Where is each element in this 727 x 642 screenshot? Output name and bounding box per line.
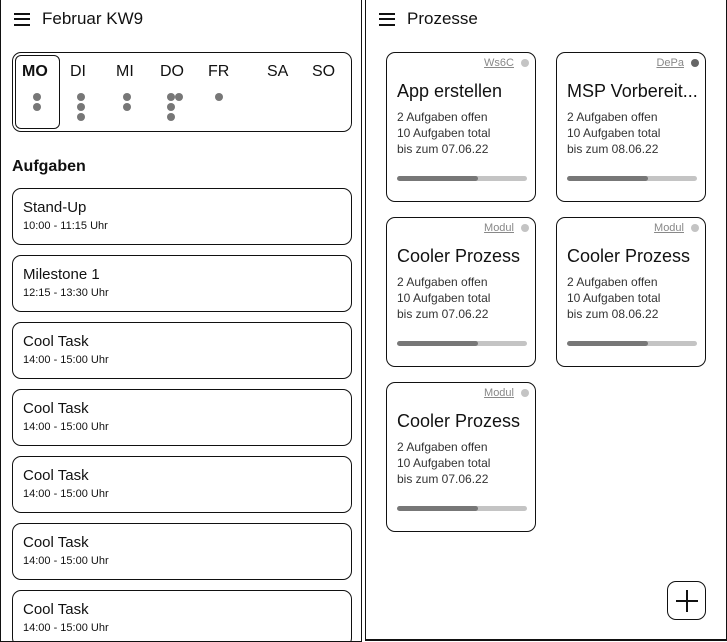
progress-bar (397, 506, 527, 511)
open-count: 2 Aufgaben offen (567, 110, 658, 124)
task-time: 12:15 - 13:30 Uhr (23, 287, 109, 299)
due-date: bis zum 08.06.22 (567, 142, 659, 156)
progress-bar (397, 176, 527, 181)
task-title: Cool Task (23, 534, 89, 551)
status-dot (521, 224, 529, 232)
event-dot (77, 103, 85, 111)
week-selector: MO DI MI DO FR SA SO (12, 52, 352, 132)
page-title: Februar KW9 (42, 9, 144, 28)
total-count: 10 Aufgaben total (397, 126, 491, 140)
event-dot (215, 93, 223, 101)
process-card[interactable]: Ws6C App erstellen 2 Aufgaben offen 10 A… (386, 52, 536, 202)
due-date: bis zum 08.06.22 (567, 307, 659, 321)
event-dot (123, 93, 131, 101)
task-card[interactable]: Milestone 1 12:15 - 13:30 Uhr (12, 255, 352, 312)
task-time: 14:00 - 15:00 Uhr (23, 354, 109, 366)
status-dot (521, 59, 529, 67)
header: Prozesse (379, 9, 478, 29)
process-title: App erstellen (397, 81, 503, 101)
event-dot (167, 103, 175, 111)
event-dot (77, 113, 85, 121)
task-card[interactable]: Cool Task 14:00 - 15:00 Uhr (12, 322, 352, 379)
progress-bar (397, 341, 527, 346)
day-fr[interactable]: FR (208, 63, 230, 80)
status-dot (691, 59, 699, 67)
open-count: 2 Aufgaben offen (397, 440, 488, 454)
task-time: 14:00 - 15:00 Uhr (23, 555, 109, 567)
task-card[interactable]: Stand-Up 10:00 - 11:15 Uhr (12, 188, 352, 245)
task-title: Cool Task (23, 467, 89, 484)
day-sa[interactable]: SA (267, 63, 289, 80)
task-card[interactable]: Cool Task 14:00 - 15:00 Uhr (12, 523, 352, 580)
process-card[interactable]: DePa MSP Vorbereit... 2 Aufgaben offen 1… (556, 52, 706, 202)
process-tag[interactable]: Ws6C (484, 57, 514, 69)
section-title: Aufgaben (12, 158, 86, 175)
task-title: Cool Task (23, 333, 89, 350)
open-count: 2 Aufgaben offen (397, 275, 488, 289)
plus-icon (675, 589, 698, 612)
event-dot (123, 103, 131, 111)
task-time: 14:00 - 15:00 Uhr (23, 421, 109, 433)
task-card[interactable]: Cool Task 14:00 - 15:00 Uhr (12, 456, 352, 513)
task-title: Cool Task (23, 601, 89, 618)
task-time: 10:00 - 11:15 Uhr (23, 220, 108, 232)
process-title: MSP Vorbereit... (567, 81, 698, 101)
task-title: Stand-Up (23, 199, 87, 216)
total-count: 10 Aufgaben total (397, 291, 491, 305)
event-dot (167, 113, 175, 121)
menu-icon[interactable] (14, 12, 30, 26)
total-count: 10 Aufgaben total (397, 456, 491, 470)
status-dot (521, 389, 529, 397)
status-dot (691, 224, 699, 232)
process-panel: Prozesse Ws6C App erstellen 2 Aufgaben o… (365, 0, 727, 641)
task-title: Milestone 1 (23, 266, 100, 283)
process-card[interactable]: Modul Cooler Prozess 2 Aufgaben offen 10… (386, 217, 536, 367)
menu-icon[interactable] (379, 12, 395, 26)
task-title: Cool Task (23, 400, 89, 417)
process-card[interactable]: Modul Cooler Prozess 2 Aufgaben offen 10… (386, 382, 536, 532)
day-di[interactable]: DI (70, 63, 86, 80)
add-button[interactable] (667, 581, 706, 620)
due-date: bis zum 07.06.22 (397, 307, 489, 321)
process-title: Cooler Prozess (397, 246, 521, 266)
event-dot (33, 93, 41, 101)
event-dot (77, 93, 85, 101)
process-tag[interactable]: Modul (484, 222, 514, 234)
task-time: 14:00 - 15:00 Uhr (23, 622, 109, 634)
open-count: 2 Aufgaben offen (567, 275, 658, 289)
day-mi[interactable]: MI (116, 63, 134, 80)
page-title: Prozesse (407, 9, 478, 28)
progress-bar (567, 176, 697, 181)
day-mo[interactable]: MO (22, 63, 48, 80)
due-date: bis zum 07.06.22 (397, 142, 489, 156)
process-card[interactable]: Modul Cooler Prozess 2 Aufgaben offen 10… (556, 217, 706, 367)
total-count: 10 Aufgaben total (567, 126, 661, 140)
process-title: Cooler Prozess (397, 411, 521, 431)
open-count: 2 Aufgaben offen (397, 110, 488, 124)
day-so[interactable]: SO (312, 63, 336, 80)
task-card[interactable]: Cool Task 14:00 - 15:00 Uhr (12, 389, 352, 446)
process-tag[interactable]: DePa (656, 57, 684, 69)
task-time: 14:00 - 15:00 Uhr (23, 488, 109, 500)
header: Februar KW9 (14, 9, 143, 29)
day-do[interactable]: DO (160, 63, 184, 80)
task-card[interactable]: Cool Task 14:00 - 15:00 Uhr (12, 590, 352, 641)
due-date: bis zum 07.06.22 (397, 472, 489, 486)
event-dot (167, 93, 175, 101)
event-dot (175, 93, 183, 101)
total-count: 10 Aufgaben total (567, 291, 661, 305)
process-title: Cooler Prozess (567, 246, 691, 266)
selected-day-box (15, 55, 60, 129)
event-dot (33, 103, 41, 111)
process-tag[interactable]: Modul (654, 222, 684, 234)
process-tag[interactable]: Modul (484, 387, 514, 399)
week-panel: Februar KW9 MO DI MI DO FR SA SO Aufgaben Stan… (0, 0, 362, 642)
progress-bar (567, 341, 697, 346)
